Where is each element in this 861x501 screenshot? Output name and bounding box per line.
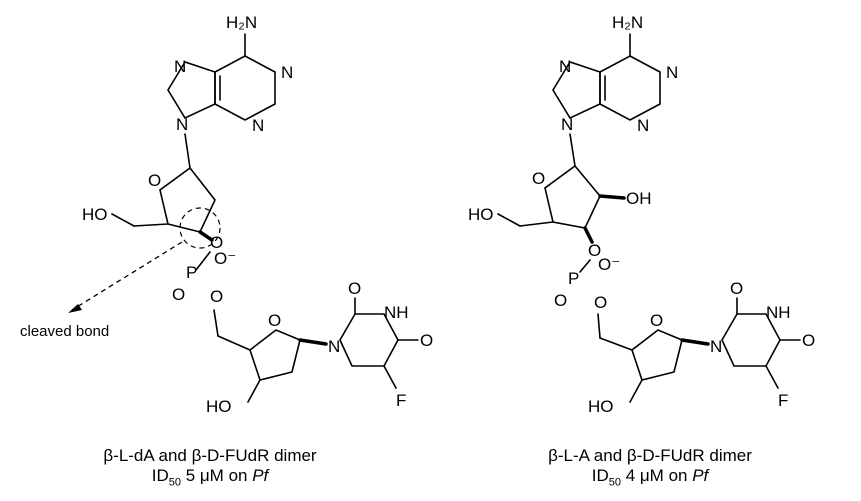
n-label-9: N	[176, 115, 188, 134]
ribose-ring	[544, 164, 601, 229]
right-caption-title: β-L-A and β-D-FUdR dimer	[548, 446, 752, 465]
amine-label: H₂N	[226, 13, 257, 32]
o-minus-label-r: O⁻	[598, 255, 620, 274]
n-label-7-r: N	[559, 57, 571, 76]
fluorine-label-r: F	[778, 391, 788, 410]
ester-o-label-2-r: O	[594, 293, 607, 312]
cleavage-arrow	[71, 241, 183, 311]
uracil-o4-label: O	[420, 331, 433, 350]
oh-label-r: OH	[626, 189, 652, 208]
amine-label-r: H₂N	[612, 13, 643, 32]
imidazole-ring-r	[552, 61, 601, 120]
ester-o-label-1-r: O	[588, 241, 601, 260]
right-caption: β-L-A and β-D-FUdR dimer ID50 4 μM on Pf	[500, 446, 800, 488]
left-caption-activity: ID50 5 μM on Pf	[151, 466, 269, 489]
fudr-sugar-ring	[249, 329, 301, 381]
fudr-ring-o-label: O	[268, 311, 281, 330]
pyrimidine-ring-r	[599, 55, 661, 121]
phosphoryl-o-label-r: O	[554, 291, 567, 310]
ester-o-label-1: O	[210, 233, 223, 252]
ring-o-label: O	[148, 171, 161, 190]
ho-label-r: HO	[468, 205, 494, 224]
uracil-n1-label: N	[328, 337, 340, 356]
fluorine-label: F	[396, 391, 406, 410]
ring-o-label-r: O	[532, 169, 545, 188]
phosphorus-label-r: P	[568, 269, 579, 288]
n-label-9-r: N	[561, 115, 573, 134]
fudr-ho-label: HO	[206, 397, 232, 416]
uracil-nh-label-r: NH	[766, 303, 791, 322]
right-caption-activity: ID50 4 μM on Pf	[591, 466, 709, 489]
left-caption-title: β-L-dA and β-D-FUdR dimer	[103, 446, 317, 465]
pyrimidine-ring	[214, 55, 276, 121]
phosphorus-label: P	[186, 263, 197, 282]
left-molecule: H₂N N N N N O HO O P O⁻ O O cleaved bond…	[20, 13, 433, 416]
o-minus-label: O⁻	[214, 249, 236, 268]
uracil-n1-label-r: N	[710, 337, 722, 356]
n-label-3-r: N	[637, 116, 649, 135]
n-label-1-r: N	[666, 63, 678, 82]
cleaved-bond-label: cleaved bond	[20, 323, 109, 340]
ho-label: HO	[82, 205, 108, 224]
fudr-ring-o-label-r: O	[650, 311, 663, 330]
imidazole-ring	[167, 61, 216, 120]
right-molecule: H₂N N N N N O OH HO O P O⁻ O O O HO N O …	[468, 13, 815, 416]
phosphoryl-o-label: O	[172, 285, 185, 304]
n-label-7: N	[174, 57, 186, 76]
fudr-sugar-ring-r	[631, 329, 683, 381]
cleavage-circle	[179, 207, 221, 249]
uracil-o2-label: O	[348, 279, 361, 298]
fudr-ho-label-r: HO	[588, 397, 614, 416]
uracil-o2-label-r: O	[730, 279, 743, 298]
uracil-o4-label-r: O	[802, 331, 815, 350]
deoxyribose-ring	[159, 166, 216, 233]
n-label-3: N	[252, 116, 264, 135]
left-caption: β-L-dA and β-D-FUdR dimer ID50 5 μM on P…	[60, 446, 360, 488]
uracil-nh-label: NH	[384, 303, 409, 322]
n-label-1: N	[281, 63, 293, 82]
ester-o-label-2: O	[210, 287, 223, 306]
